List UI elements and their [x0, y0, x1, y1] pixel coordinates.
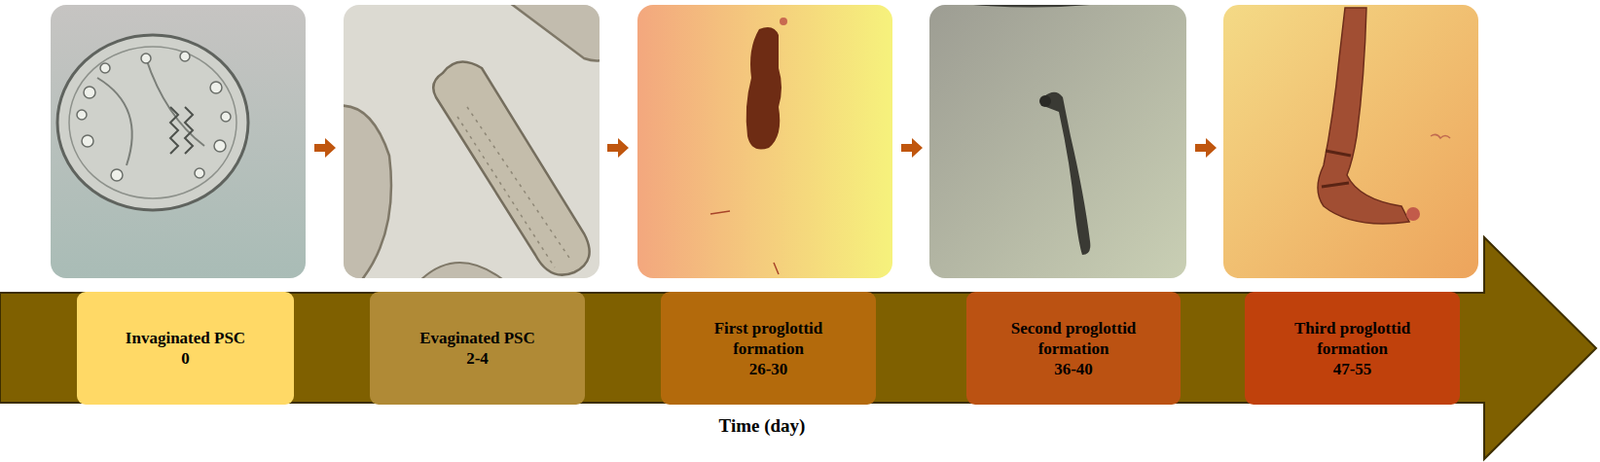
stage-box: Evaginated PSC2-4: [369, 291, 585, 405]
day-range: 2-4: [466, 348, 489, 369]
photo-evaginated: [343, 4, 600, 279]
stage-box: Invaginated PSC0: [76, 291, 294, 405]
stage-name: Evaginated PSC: [419, 327, 536, 349]
stage-box: Second proglottid formation36-40: [966, 291, 1181, 405]
timeline-arrow: [0, 237, 1597, 460]
stage-name: Second proglottid formation: [993, 318, 1155, 360]
step-arrow: [314, 138, 1217, 158]
stage-name: First proglottid formation: [688, 318, 849, 360]
stage-name: Invaginated PSC: [125, 327, 246, 349]
stage-box: First proglottid formation26-30: [660, 291, 876, 405]
day-range: 36-40: [1054, 359, 1093, 380]
photo-second-proglottid: [929, 4, 1187, 279]
photo-third-proglottid: [1223, 4, 1479, 279]
stage-box: Third proglottid formation47-55: [1244, 291, 1460, 405]
day-range: 26-30: [749, 359, 789, 380]
photo-invaginated: [50, 4, 306, 279]
photo-first-proglottid: [637, 4, 893, 279]
axis-label: Time (day): [719, 415, 806, 437]
stage-name: Third proglottid formation: [1272, 318, 1433, 360]
day-range: 0: [181, 348, 190, 369]
day-range: 47-55: [1333, 359, 1373, 380]
